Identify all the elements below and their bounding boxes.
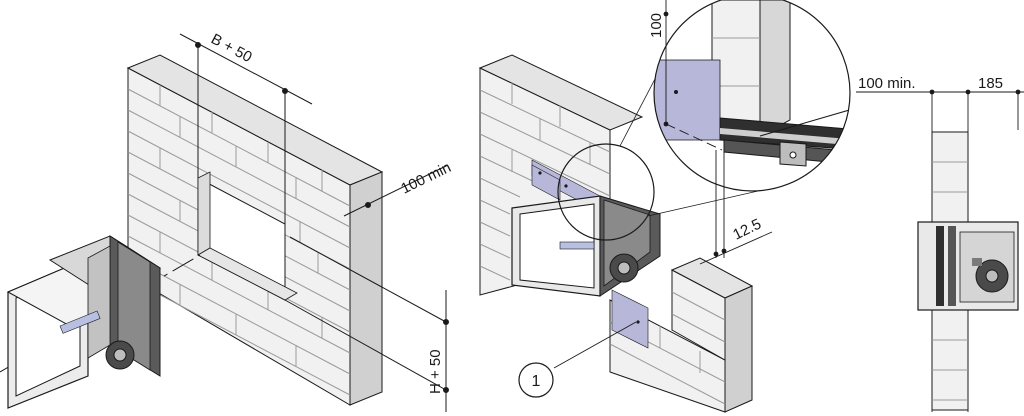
- opening-reveal: [197, 171, 211, 256]
- callout-number: 1: [532, 373, 541, 390]
- wall-with-damper: [478, 53, 781, 413]
- dim-opening-height: H + 50: [427, 349, 444, 394]
- dim-edge-distance: 100 min: [398, 159, 453, 198]
- fire-damper-left: [6, 235, 162, 409]
- dim-detail-top: 100: [648, 13, 665, 38]
- wall-with-opening: [126, 54, 384, 406]
- side-view: [856, 89, 1024, 412]
- detail-enlargement: [653, 0, 851, 265]
- callout-1: 1: [518, 321, 637, 398]
- fire-board-lower: [611, 289, 649, 349]
- dim-side-depth: 185: [978, 75, 1003, 92]
- dim-detail-gap: 12.5: [730, 216, 764, 244]
- left-dimensions: [0, 33, 449, 412]
- opening-reveal-bottom: [197, 247, 298, 301]
- detail-marker-circle: [557, 143, 655, 241]
- dim-side-min: 100 min.: [858, 75, 916, 92]
